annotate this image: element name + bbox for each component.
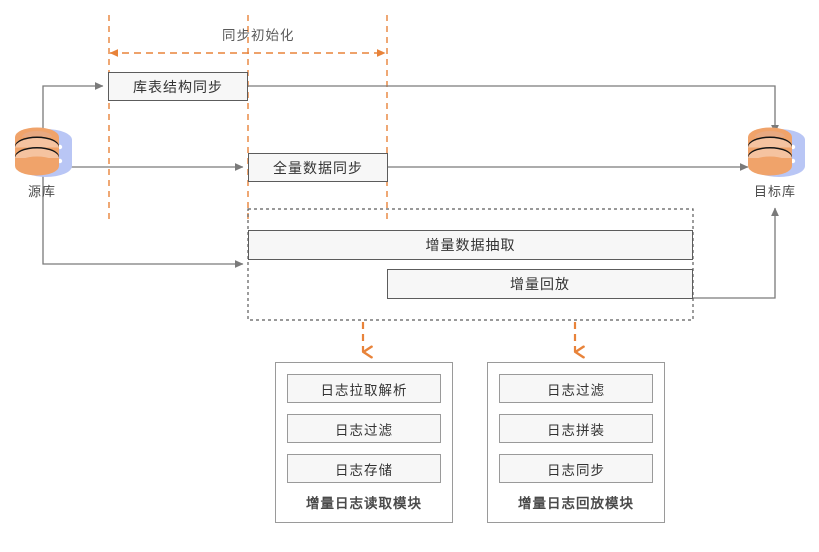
source-to-incremental-line [42, 167, 244, 268]
schema-to-target-line [247, 85, 779, 134]
source-database-label: 源库 [27, 184, 56, 199]
module-log-replay-title: 增量日志回放模块 [518, 496, 634, 511]
target-database-label: 目标库 [753, 184, 796, 199]
stage-incremental-extract[interactable]: 增量数据抽取 [248, 230, 693, 260]
stage-schema-sync[interactable]: 库表结构同步 [108, 72, 248, 101]
module-log-read: 日志拉取解析 日志过滤 日志存储 增量日志读取模块 [275, 362, 453, 523]
stage-full-data-sync[interactable]: 全量数据同步 [248, 153, 388, 182]
module-log-read-item-2[interactable]: 日志存储 [287, 454, 441, 483]
module-log-replay-item-0[interactable]: 日志过滤 [499, 374, 653, 403]
incremental-group-box [247, 208, 694, 321]
module-log-read-item-1[interactable]: 日志过滤 [287, 414, 441, 443]
module-log-replay: 日志过滤 日志拼装 日志同步 增量日志回放模块 [487, 362, 665, 523]
source-database-icon [10, 120, 74, 182]
replay-to-target-line [693, 207, 779, 299]
module-log-replay-item-1[interactable]: 日志拼装 [499, 414, 653, 443]
module-log-read-title: 增量日志读取模块 [306, 496, 422, 511]
phase-label: 同步初始化 [222, 28, 295, 43]
target-database-icon [743, 120, 807, 182]
module-log-replay-item-2[interactable]: 日志同步 [499, 454, 653, 483]
module-log-read-item-0[interactable]: 日志拉取解析 [287, 374, 441, 403]
stage-incremental-replay[interactable]: 增量回放 [387, 269, 693, 299]
